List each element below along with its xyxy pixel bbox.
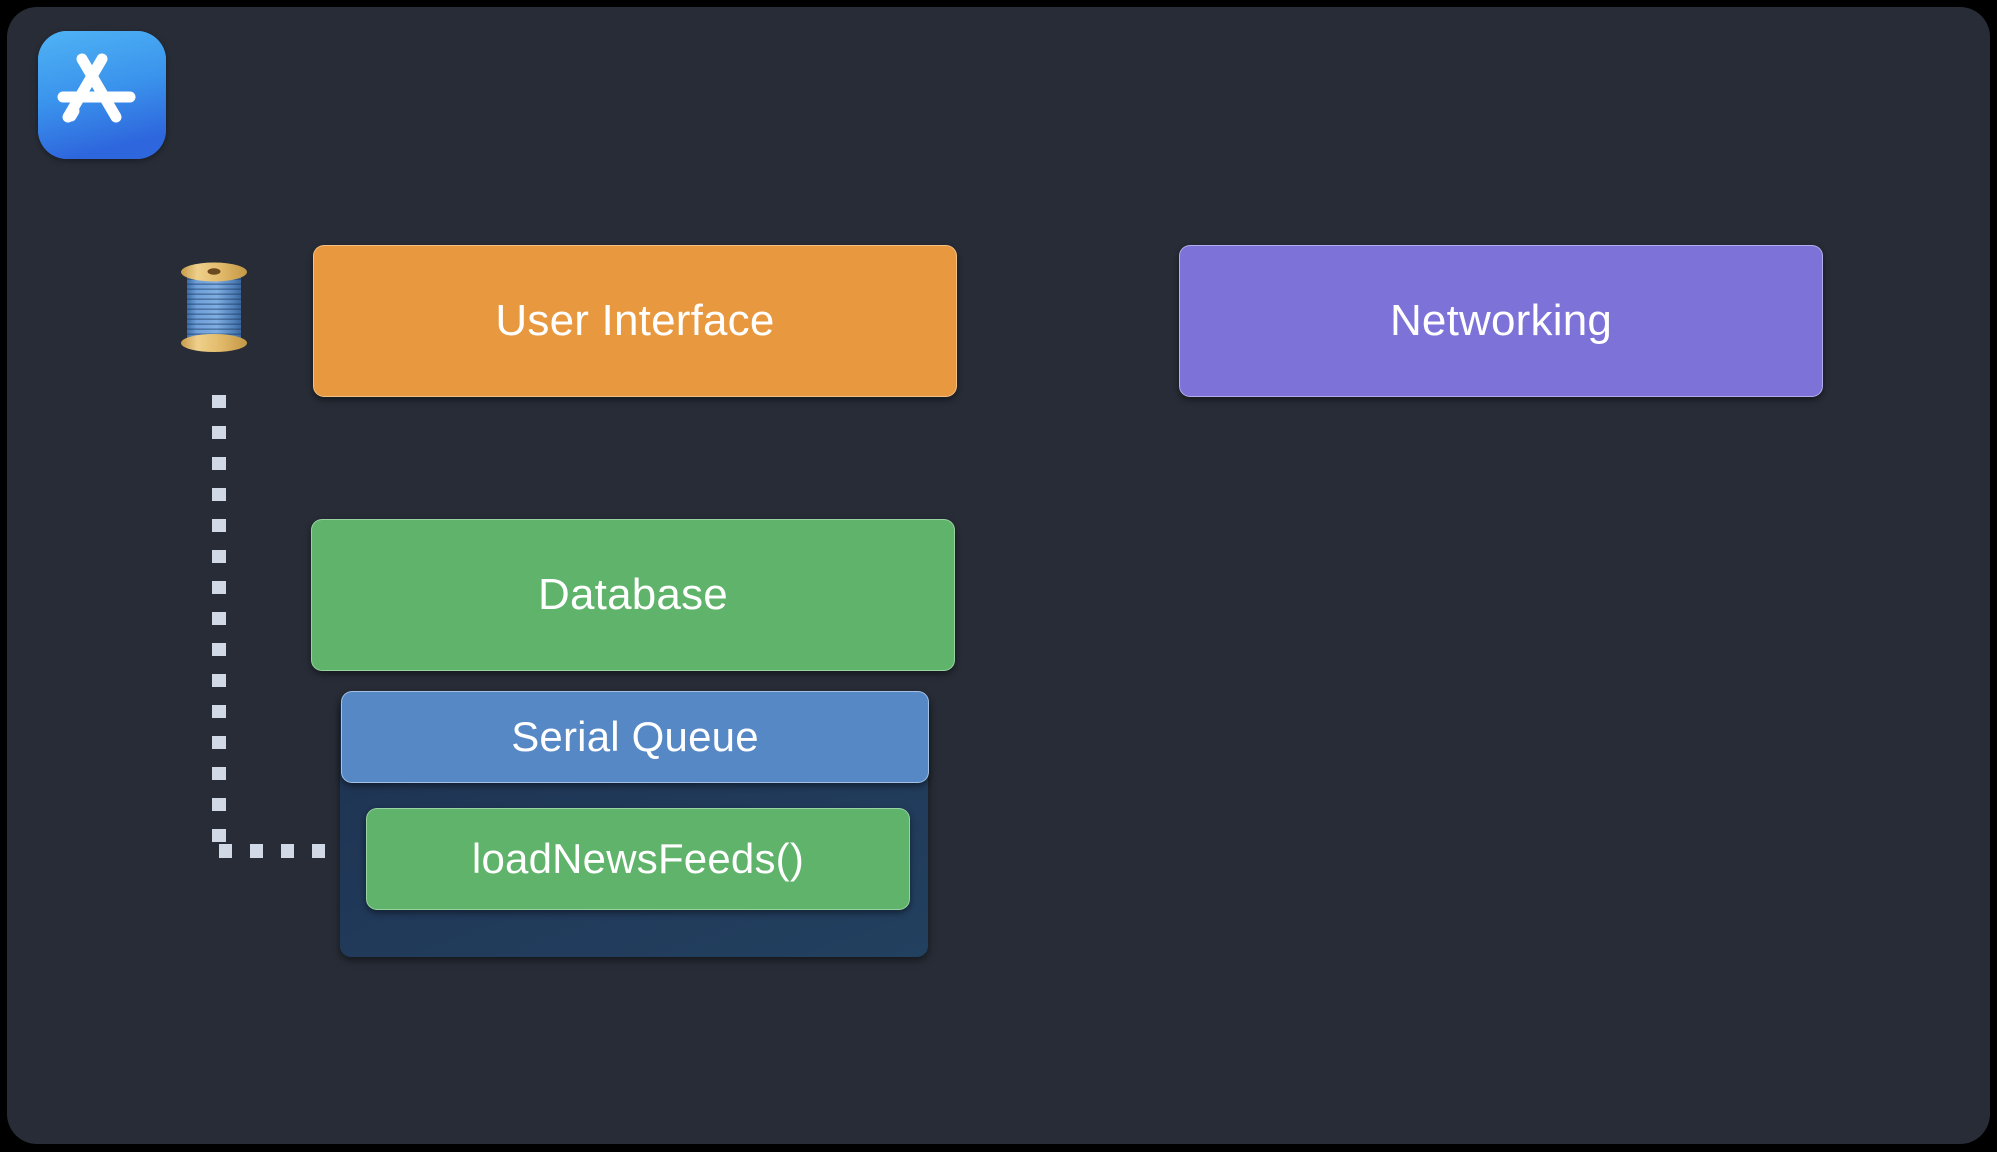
- node-load-news-feeds-label: loadNewsFeeds(): [471, 835, 805, 882]
- node-serial-queue[interactable]: Serial Queue: [341, 691, 929, 783]
- node-user-interface-label: User Interface: [495, 296, 775, 345]
- app-store-icon[interactable]: [38, 31, 166, 159]
- node-database[interactable]: Database: [311, 519, 955, 671]
- thread-spool-icon: [175, 255, 253, 355]
- node-user-interface[interactable]: User Interface: [313, 245, 957, 397]
- node-load-news-feeds[interactable]: loadNewsFeeds(): [366, 808, 910, 910]
- diagram-canvas: User Interface Networking Database Seria…: [7, 7, 1990, 1144]
- node-database-label: Database: [538, 570, 728, 619]
- node-networking-label: Networking: [1389, 296, 1613, 345]
- node-networking[interactable]: Networking: [1179, 245, 1823, 397]
- node-serial-queue-label: Serial Queue: [511, 713, 759, 760]
